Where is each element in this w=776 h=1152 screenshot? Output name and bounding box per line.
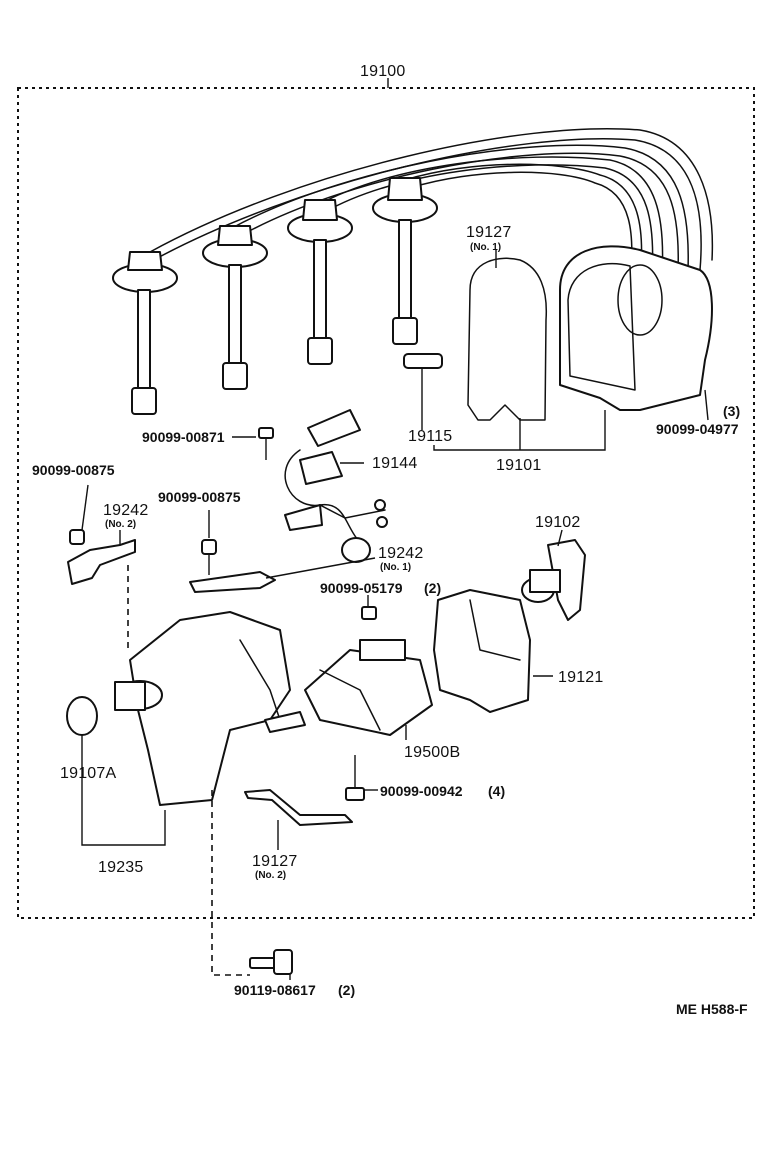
- o-ring: [66, 696, 98, 736]
- label-gasket-no2: 19127: [252, 853, 298, 870]
- diagram-code: ME H588-F: [676, 1001, 748, 1017]
- label-housing: 19235: [98, 859, 144, 876]
- leader-lines: [81, 250, 709, 980]
- label-assembly: 19100: [360, 63, 406, 80]
- wire-harness: [284, 409, 388, 563]
- label-cap-screw: 90099-04977: [656, 421, 739, 437]
- label-bracket-no1: 19242: [378, 545, 424, 562]
- label-screw-00875-left: 90099-00875: [32, 462, 115, 478]
- screw-00942: [345, 755, 365, 801]
- cover-gasket-no1: [467, 257, 548, 421]
- label-o-ring: 19107A: [60, 765, 116, 782]
- label-cap-screw-qty: (3): [723, 403, 740, 419]
- distributor-housing: [114, 611, 306, 806]
- rotor-spring: [403, 353, 443, 369]
- bracket-no1: [189, 539, 276, 593]
- spark-plug-wires: [112, 127, 714, 415]
- label-cap-assembly: 19101: [496, 457, 542, 474]
- label-rotor: 19102: [535, 514, 581, 531]
- distributor-cover: [433, 589, 531, 713]
- nut-05179: [361, 606, 377, 620]
- label-screw-00871: 90099-00871: [142, 429, 225, 445]
- bracket-no2: [67, 529, 136, 585]
- note-bracket-no2: (No. 2): [105, 519, 136, 530]
- label-nut-05179: 90099-05179: [320, 580, 403, 596]
- label-screw-00942: 90099-00942: [380, 783, 463, 799]
- screw-00871: [258, 427, 274, 460]
- label-bracket-no2: 19242: [103, 502, 149, 519]
- note-bracket-no1: (No. 1): [380, 562, 411, 573]
- gasket-no2: [244, 789, 353, 826]
- assembly-boundary: [17, 87, 755, 919]
- label-harness: 19144: [372, 455, 418, 472]
- label-coil: 19500B: [404, 744, 460, 761]
- label-bolt-08617-qty: (2): [338, 982, 355, 998]
- distributor-cap: [559, 245, 713, 411]
- note-gasket-no2: (No. 2): [255, 870, 286, 881]
- label-rotor-spring: 19115: [408, 428, 452, 445]
- ignition-coil: [304, 639, 433, 736]
- label-screw-00875-mid: 90099-00875: [158, 489, 241, 505]
- label-bolt-08617: 90119-08617: [234, 982, 316, 998]
- label-cover: 19121: [558, 669, 604, 686]
- label-cover-gasket-no1: 19127: [466, 224, 512, 241]
- bolt-08617: [249, 949, 293, 975]
- rotor: [521, 539, 586, 621]
- note-cover-gasket-no1: (No. 1): [470, 242, 501, 253]
- label-nut-05179-qty: (2): [424, 580, 441, 596]
- label-screw-00942-qty: (4): [488, 783, 505, 799]
- guide-housing-bolt: [211, 790, 250, 976]
